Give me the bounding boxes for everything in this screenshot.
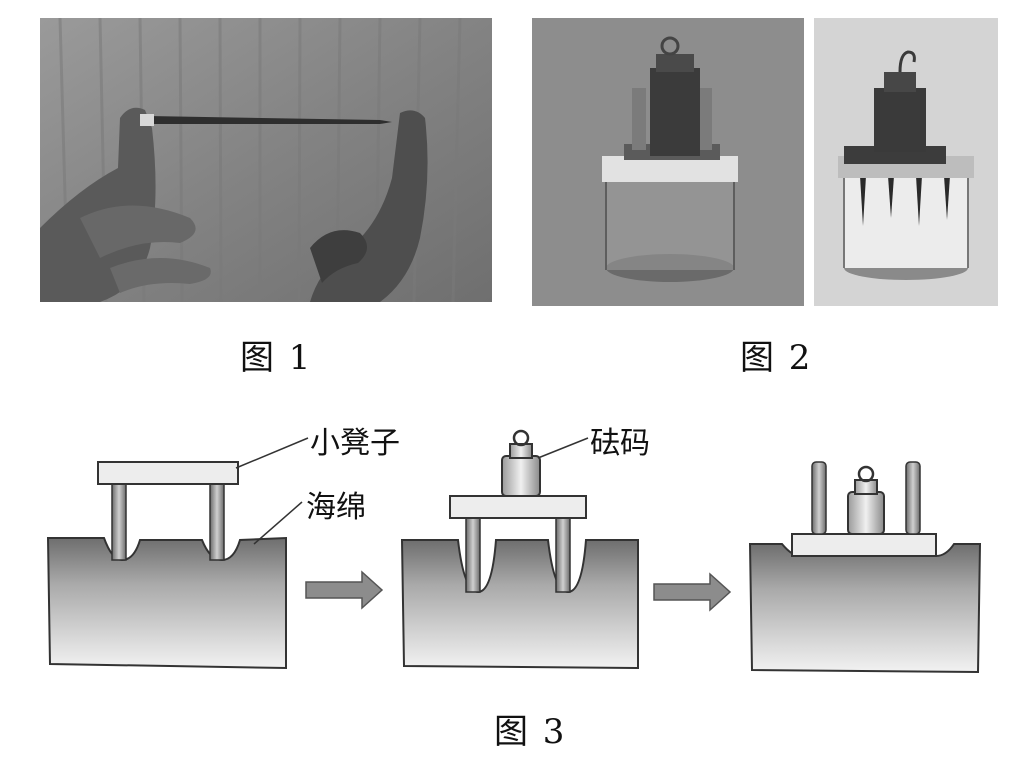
weight-body	[501, 455, 541, 497]
stool-label: 小凳子	[310, 426, 400, 461]
weight-label: 砝码	[590, 426, 650, 461]
stage-1-stool-legs-down	[46, 461, 287, 670]
right-hand	[310, 110, 428, 302]
jar-nails-down	[838, 50, 974, 280]
figure-1-photo	[40, 18, 492, 302]
sponge-1	[46, 536, 287, 670]
figure-2-caption: 图 2	[740, 338, 813, 378]
stool-leg	[905, 461, 921, 535]
sponge-leader-line	[253, 501, 303, 545]
stage-2-stool-with-weight	[400, 429, 639, 670]
stool-leg	[811, 461, 827, 535]
stool-top	[449, 495, 587, 519]
figure-3-caption: 图 3	[494, 712, 567, 752]
weight-leader-line	[537, 437, 589, 459]
figure-1-caption: 图 1	[240, 338, 313, 378]
stool-leg	[111, 481, 127, 561]
pencil	[140, 114, 392, 126]
stool-leg	[465, 515, 481, 593]
arrow-icon	[305, 570, 384, 610]
stool-top	[97, 461, 239, 485]
left-hand	[40, 107, 211, 302]
arrow-icon	[653, 572, 732, 612]
stool-leg	[209, 481, 225, 561]
weight-body	[847, 491, 885, 535]
figure-2-photo	[532, 18, 998, 306]
sponge-3	[748, 543, 982, 674]
stage-3-stool-legs-up	[748, 461, 982, 674]
figure-3-diagram	[40, 400, 1000, 680]
stool-leader-line	[235, 437, 309, 469]
sponge-label: 海绵	[306, 490, 366, 525]
sponge-2	[400, 539, 639, 670]
stool-leg	[555, 515, 571, 593]
stool-top	[791, 533, 937, 557]
jar-nails-up	[602, 36, 738, 282]
